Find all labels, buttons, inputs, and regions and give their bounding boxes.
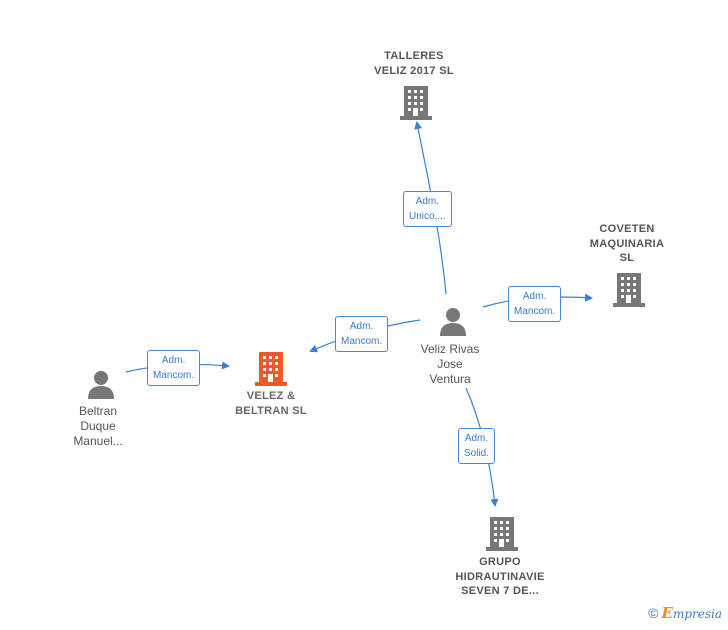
person-name-line: Ventura	[429, 372, 471, 386]
company-name-line: TALLERES	[384, 50, 444, 62]
empresia-watermark: ©Empresia	[648, 604, 722, 622]
company-name-line: VELIZ 2017 SL	[374, 64, 454, 77]
building-icon[interactable]	[486, 515, 518, 551]
relation-type: Mancom.	[514, 306, 556, 317]
company-name-coveten[interactable]: COVETEN MAQUINARIA SL	[577, 222, 677, 266]
building-icon[interactable]	[613, 271, 645, 307]
person-icon[interactable]	[438, 306, 468, 336]
company-name-line: MAQUINARIA	[589, 237, 665, 250]
company-name-line: SL	[619, 252, 635, 264]
company-name-grupo[interactable]: GRUPO HIDRAUTINAVIE SEVEN 7 DE...	[445, 555, 555, 599]
relation-type: Mancom.	[341, 336, 383, 347]
brand-logo-letter: E	[661, 604, 673, 622]
relation-label-beltran-main[interactable]: Adm. Mancom.	[147, 350, 201, 386]
relation-role: Adm.	[522, 291, 547, 302]
relation-type: Unico,...	[409, 211, 446, 222]
company-name-main[interactable]: VELEZ & BELTRAN SL	[219, 389, 323, 418]
relation-label-coveten[interactable]: Adm. Mancom.	[508, 286, 562, 322]
person-name-veliz[interactable]: Veliz Rivas Jose Ventura	[400, 342, 500, 387]
relation-type: Mancom.	[153, 370, 195, 381]
relation-role: Adm.	[161, 355, 186, 366]
relation-label-veliz-main[interactable]: Adm. Mancom.	[335, 316, 389, 352]
building-icon[interactable]	[400, 84, 432, 120]
brand-logo-text: mpresia	[672, 607, 722, 621]
company-name-line: BELTRAN SL	[235, 404, 307, 417]
company-name-talleres[interactable]: TALLERES VELIZ 2017 SL	[364, 49, 464, 78]
person-icon[interactable]	[86, 369, 116, 399]
copyright-symbol: ©	[648, 605, 659, 621]
person-name-line: Beltran	[78, 404, 118, 418]
company-name-line: COVETEN	[599, 223, 655, 235]
relation-label-talleres[interactable]: Adm. Unico,...	[403, 191, 452, 227]
main-company-building-icon[interactable]	[255, 350, 287, 386]
relation-label-grupo[interactable]: Adm. Solid.	[458, 428, 496, 464]
relation-type: Solid.	[464, 448, 490, 459]
relation-role: Adm.	[349, 321, 374, 332]
company-name-line: VELEZ &	[246, 390, 296, 402]
company-name-line: GRUPO	[479, 556, 521, 568]
relation-role: Adm.	[464, 433, 489, 444]
relation-role: Adm.	[415, 196, 440, 207]
company-name-line: HIDRAUTINAVIE	[455, 570, 545, 583]
person-name-line: Veliz Rivas	[420, 342, 480, 356]
person-name-line: Manuel...	[73, 434, 123, 448]
person-name-line: Jose	[437, 357, 463, 371]
company-name-line: SEVEN 7 DE...	[461, 585, 539, 597]
person-name-beltran[interactable]: Beltran Duque Manuel...	[48, 404, 148, 449]
person-name-line: Duque	[80, 419, 116, 433]
